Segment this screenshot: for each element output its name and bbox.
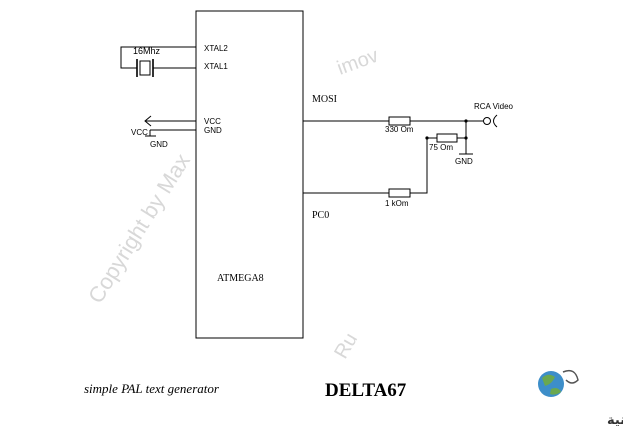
pin-mosi-label: MOSI xyxy=(312,94,337,105)
caption-title: simple PAL text generator xyxy=(84,381,220,396)
power-circuit: VCC GND xyxy=(131,115,196,149)
resistor-75-label: 75 Om xyxy=(429,143,453,152)
resistor-75-icon xyxy=(436,133,458,143)
resistor-330-label: 330 Om xyxy=(385,125,414,134)
logo-text: القرية الالكترونية xyxy=(607,412,623,427)
imov-watermark: imov xyxy=(334,45,381,80)
crystal-label: 16Mhz xyxy=(133,46,161,56)
ru-watermark: Ru xyxy=(330,329,362,362)
resistor-1k-icon xyxy=(388,188,411,198)
pin-xtal2-label: XTAL2 xyxy=(204,44,228,53)
crystal-icon xyxy=(139,60,151,76)
ground-label: GND xyxy=(150,140,168,149)
arrow-left-icon xyxy=(144,115,152,127)
output-ground-label: GND xyxy=(455,157,473,166)
chip-name-label: ATMEGA8 xyxy=(217,273,264,284)
rca-connector-icon xyxy=(483,117,491,125)
copyright-watermark: Copyright by Max xyxy=(83,149,195,307)
pin-vcc-label: VCC xyxy=(204,117,221,126)
pin-xtal1-label: XTAL1 xyxy=(204,62,228,71)
rca-video-label: RCA Video xyxy=(474,102,514,111)
crystal-circuit: 16Mhz xyxy=(120,46,196,77)
resistor-330-icon xyxy=(388,116,411,126)
village-logo: القرية الالكترونية xyxy=(538,369,623,427)
caption-id: DELTA67 xyxy=(325,380,407,401)
pin-gnd-label: GND xyxy=(204,126,222,135)
resistor-1k-label: 1 kOm xyxy=(385,199,409,208)
video-output-circuit: 330 Om 1 kOm 75 Om GND RCA Video xyxy=(303,102,514,208)
atmega8-chip xyxy=(195,10,304,339)
pin-pc0-label: PC0 xyxy=(312,210,329,221)
vcc-label: VCC xyxy=(131,128,148,137)
